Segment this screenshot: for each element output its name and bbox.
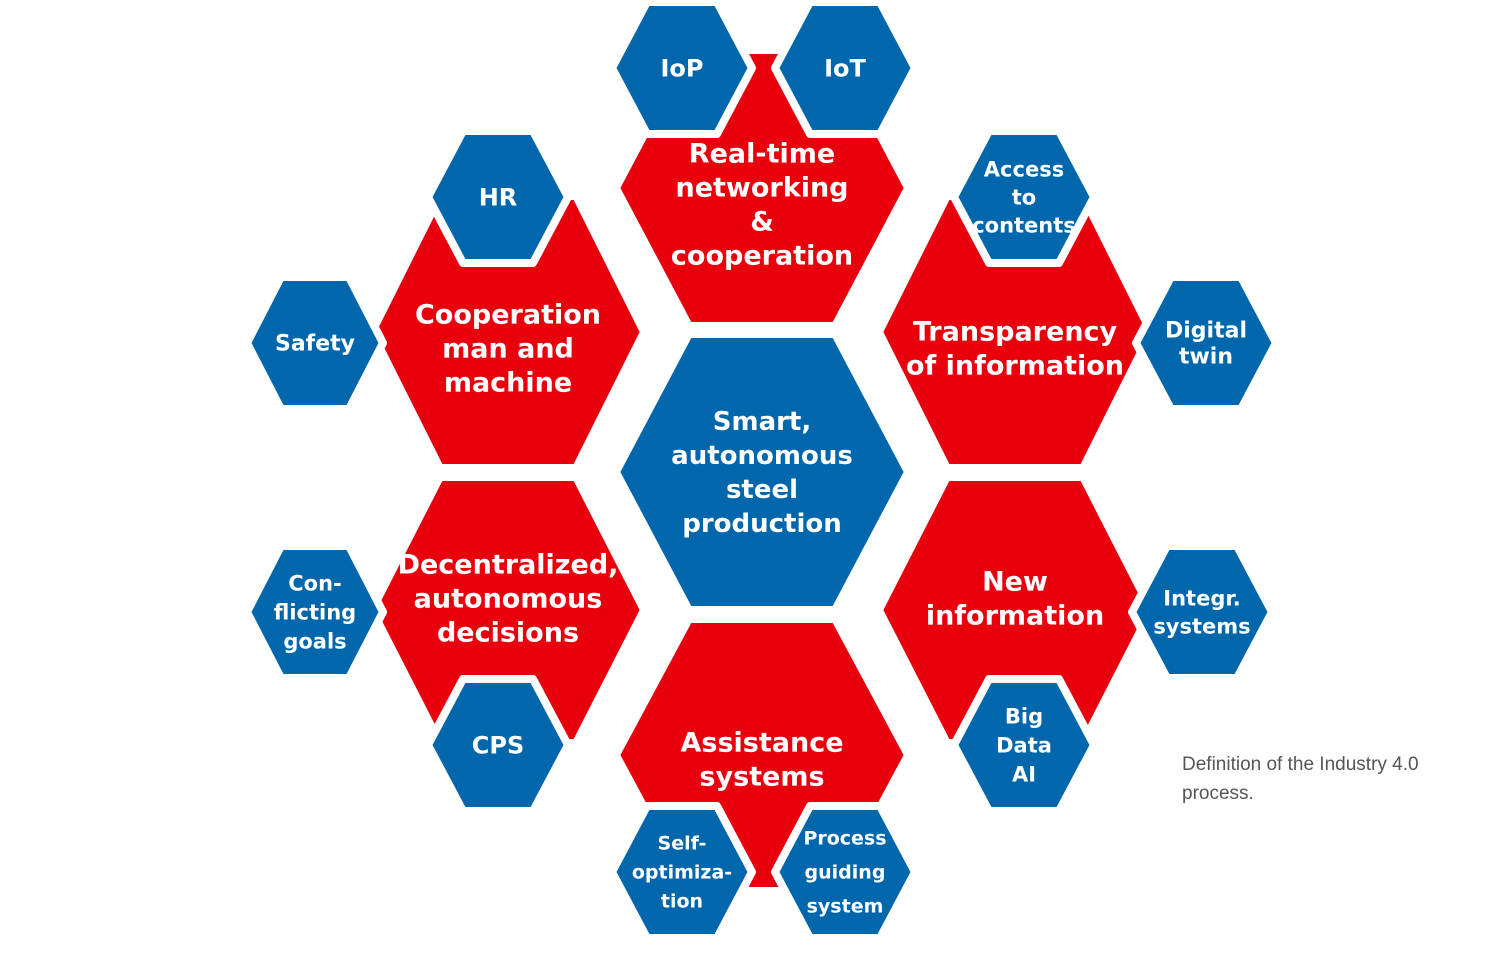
- hex-shape-conflicting: [243, 542, 387, 682]
- hex-label-line: Decentralized,: [398, 549, 619, 580]
- hex-label-line: Smart,: [713, 407, 812, 437]
- hex-label-line: HR: [479, 183, 518, 211]
- hex-label-line: of information: [906, 350, 1124, 381]
- hex-label-line: Assistance: [680, 727, 843, 758]
- hex-label-line: cooperation: [671, 240, 853, 271]
- hex-label-line: Transparency: [913, 316, 1118, 347]
- hex-shape-processguiding: [771, 802, 919, 942]
- hex-shape-hr: [424, 127, 572, 267]
- hex-label-line: systems: [699, 761, 824, 792]
- hex-shape-selfopt: [608, 802, 756, 942]
- hex-label-line: Digital: [1165, 319, 1247, 344]
- hex-label-line: &: [750, 206, 774, 237]
- hex-label-line: optimiza-: [632, 862, 732, 884]
- hex-processguiding: Process guiding system: [771, 802, 919, 942]
- hex-label-line: contents: [972, 213, 1076, 237]
- hex-label-line: guiding: [805, 862, 886, 884]
- hex-label-line: Con-: [288, 571, 342, 595]
- hex-label-line: Self-: [658, 833, 707, 855]
- hex-conflicting: Con-flicting goals: [243, 542, 387, 682]
- hex-label-line: steel: [726, 475, 798, 505]
- hex-label-access: Access to contents: [972, 157, 1076, 237]
- hex-label-cps: CPS: [472, 731, 525, 759]
- hex-label-line: Real-time: [689, 138, 835, 169]
- hex-label-line: IoP: [660, 54, 703, 82]
- hex-shape-safety: [243, 273, 387, 413]
- hex-label-processguiding: Process guiding system: [803, 828, 886, 918]
- hex-label-line: goals: [283, 629, 346, 653]
- hex-shape-iot: [771, 0, 919, 138]
- hex-iop: IoP: [608, 0, 756, 138]
- hex-safety: Safety: [243, 273, 387, 413]
- hex-label-hr: HR: [479, 183, 518, 211]
- hex-shape-bigdata: [950, 675, 1098, 815]
- hex-label-line: Access: [984, 157, 1064, 181]
- hex-label-line: Cooperation: [415, 299, 601, 330]
- hex-label-line: New: [982, 566, 1048, 597]
- hex-label-conflicting: Con-flicting goals: [274, 571, 356, 653]
- hex-hr: HR: [424, 127, 572, 267]
- hex-label-line: Process: [803, 828, 886, 850]
- hex-shape-iop: [608, 0, 756, 138]
- hex-selfopt: Self-optimiza-tion: [608, 802, 756, 942]
- hex-access: Access to contents: [950, 127, 1098, 267]
- hex-label-line: system: [807, 896, 884, 918]
- figure-caption: Definition of the Industry 4.0 process.: [1182, 754, 1419, 804]
- hex-label-line: Safety: [275, 332, 355, 357]
- hex-label-line: production: [682, 509, 842, 539]
- hex-label-iot: IoT: [824, 54, 866, 82]
- hex-iot: IoT: [771, 0, 919, 138]
- hex-label-line: decisions: [437, 617, 579, 648]
- hex-label-line: Integr.: [1163, 586, 1240, 610]
- hex-cps: CPS: [424, 675, 572, 815]
- hex-label-line: AI: [1012, 762, 1036, 786]
- hex-label-line: networking: [675, 172, 848, 203]
- hex-shape-access: [950, 127, 1098, 267]
- hex-label-line: Data: [996, 733, 1052, 757]
- hex-shape-cps: [424, 675, 572, 815]
- hex-label-safety: Safety: [275, 332, 355, 357]
- hex-center: Smart, autonomous steel production: [614, 332, 910, 612]
- hex-label-line: machine: [444, 367, 572, 398]
- hex-label-selfopt: Self-optimiza-tion: [632, 833, 732, 913]
- hex-label-line: IoT: [824, 54, 866, 82]
- hex-label-line: CPS: [472, 731, 525, 759]
- hex-integr: Integr. systems: [1128, 542, 1276, 682]
- hex-label-line: information: [926, 600, 1104, 631]
- hex-shape-digitaltwin: [1132, 273, 1280, 413]
- hex-label-line: systems: [1153, 614, 1250, 638]
- hex-label-line: man and: [442, 333, 574, 364]
- hex-label-line: to: [1012, 185, 1036, 209]
- hex-shape-integr: [1128, 542, 1276, 682]
- hex-label-line: flicting: [274, 600, 356, 624]
- hex-label-line: autonomous: [414, 583, 603, 614]
- hex-label-line: Big: [1005, 704, 1043, 728]
- hex-label-integr: Integr. systems: [1153, 586, 1250, 638]
- hex-label-line: tion: [661, 891, 703, 913]
- hex-shape-center: [614, 332, 910, 612]
- hex-label-iop: IoP: [660, 54, 703, 82]
- hex-label-line: autonomous: [671, 441, 853, 471]
- hex-label-center: Smart, autonomous steel production: [671, 407, 853, 539]
- hex-label-line: twin: [1179, 345, 1233, 370]
